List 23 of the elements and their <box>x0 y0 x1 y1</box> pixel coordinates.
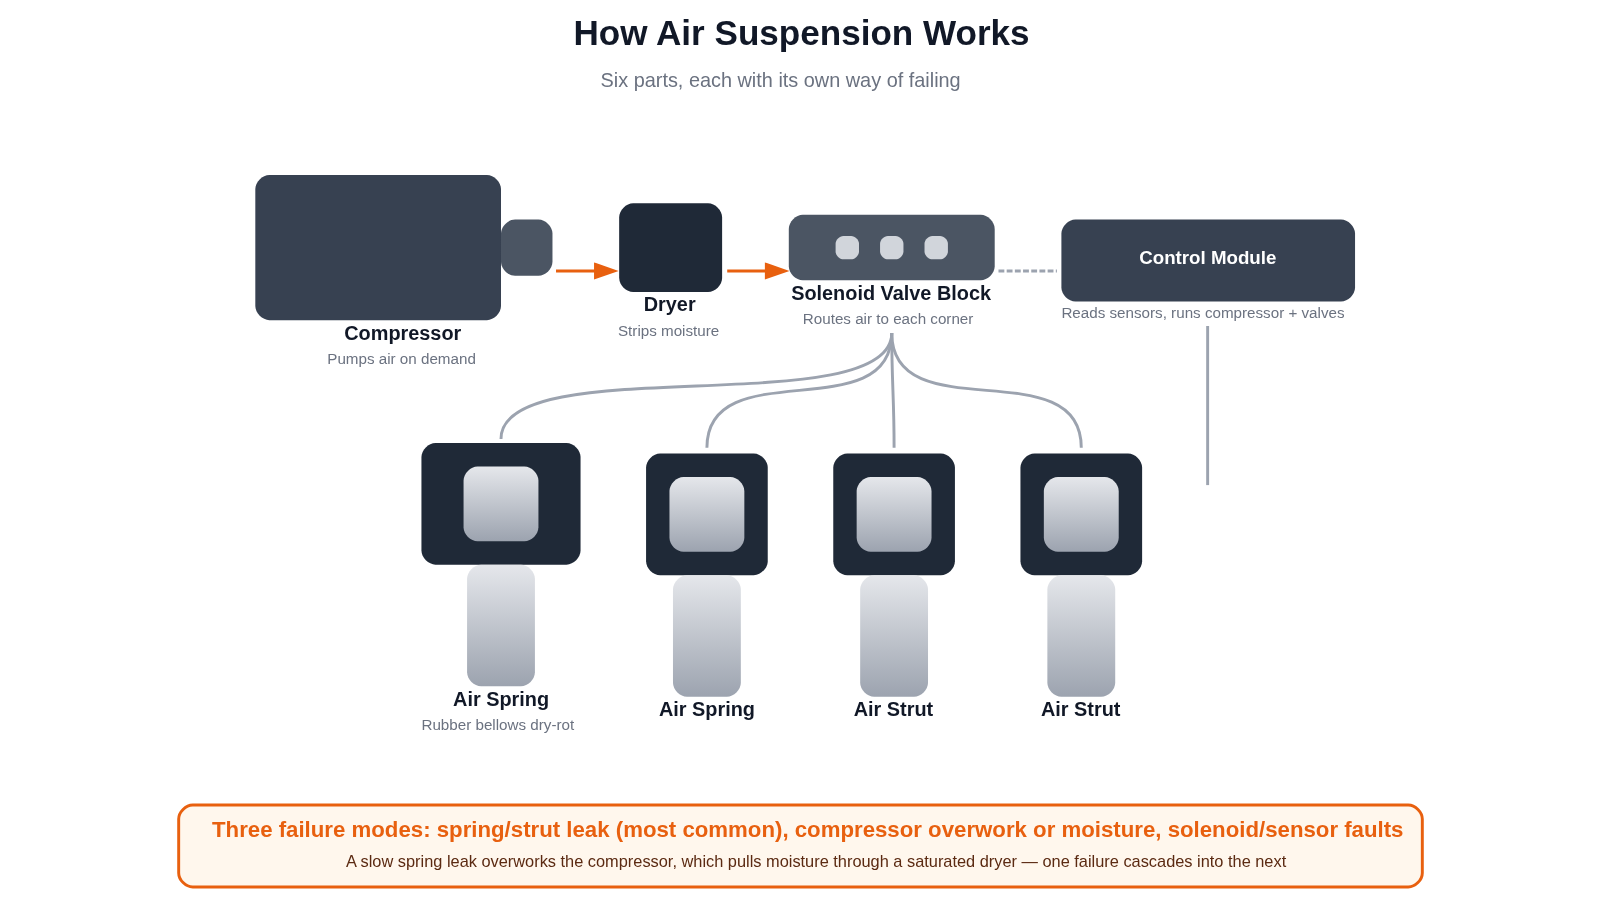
label: Six parts, each with its own way of failing <box>600 68 961 91</box>
diagram-title: How Air Suspension Works <box>573 12 1030 52</box>
node-label: Solenoid Valve Block <box>790 281 991 304</box>
connector <box>889 332 1083 448</box>
node-label: Air Spring <box>452 687 549 710</box>
node-label: Pumps air on demand <box>326 349 476 367</box>
node-box <box>618 203 722 293</box>
node-label: Compressor <box>343 321 461 344</box>
node-label: Rubber bellows dry-rot <box>420 716 574 734</box>
node-label: Air Spring <box>658 698 755 721</box>
node-box: Control Module <box>1060 219 1355 302</box>
node-label: Dryer <box>643 293 696 316</box>
node-label: Air Strut <box>1040 698 1120 721</box>
node-box: Three failure modes: spring/strut leak (most common), compressor overwork or moisture, solenoid/sensor faults A slow spring leak overworks the compressor, which pulls moisture through a saturated dryer — one failure cascades into the next <box>176 803 1424 889</box>
connector <box>1205 326 1209 486</box>
arrow <box>555 262 619 280</box>
node-label: Air Strut <box>853 698 933 721</box>
node-label: Strips moisture <box>617 321 719 339</box>
connector <box>998 269 1057 273</box>
node-label: Routes air to each corner <box>802 310 973 328</box>
node-label: Reads sensors, runs compressor + valves <box>1060 304 1345 322</box>
node-box <box>788 214 995 281</box>
arrow <box>726 262 789 280</box>
